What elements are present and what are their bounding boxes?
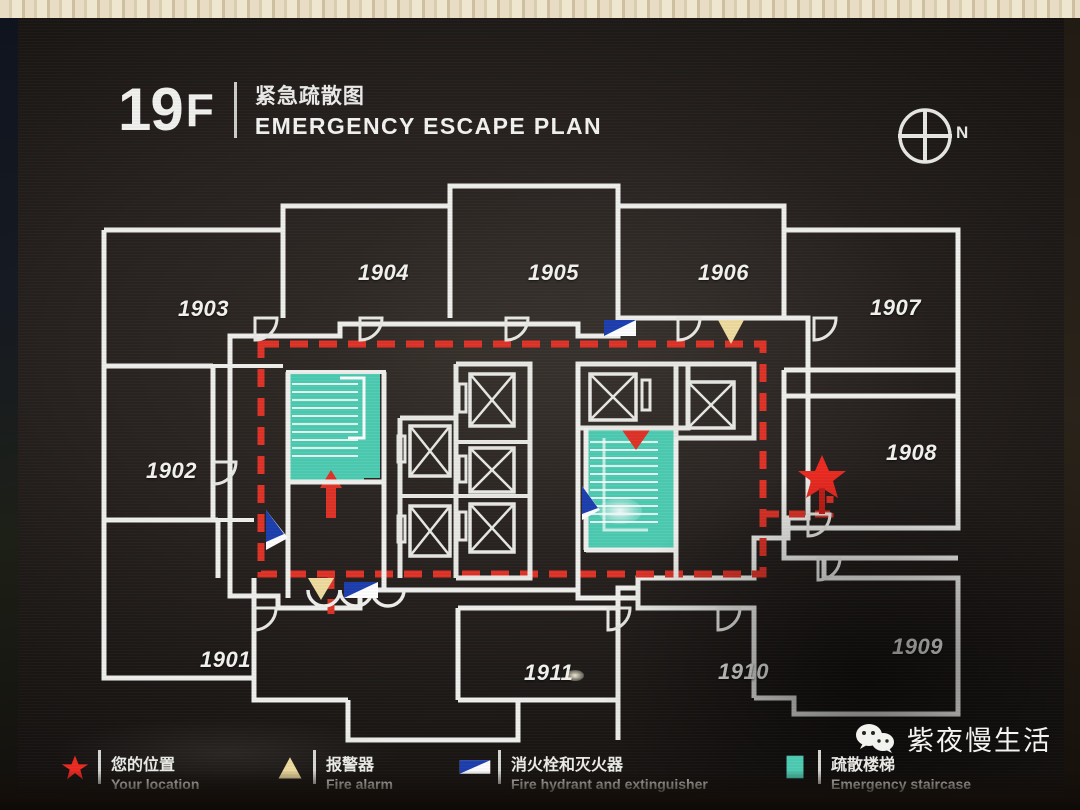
room-label-1911: 1911 [524,660,574,685]
plan-header: 19 F 紧急疏散图 EMERGENCY ESCAPE PLAN [118,80,602,140]
wechat-watermark: 紫夜慢生活 [854,719,1052,758]
fire-hydrant-markers [266,320,636,598]
header-divider [233,82,237,138]
room-label-1901: 1901 [200,647,251,672]
watermark-text: 紫夜慢生活 [907,726,1052,757]
red-star-icon [58,750,92,784]
you-are-here-star-marker [798,455,846,514]
bottom-shadow [0,770,1080,810]
left-emergency-staircase [286,370,386,518]
elevator-bank-left [396,364,459,578]
elevator-bank-middle [456,361,533,581]
wechat-icon [856,723,894,753]
room-label-1907: 1907 [870,295,921,320]
room-label-1908: 1908 [886,440,937,465]
header-title-block: 紧急疏散图 EMERGENCY ESCAPE PLAN [255,80,602,140]
floor-suffix: F [185,84,214,136]
legend-cn-fire-alarm: 报警器 [326,757,375,774]
legend-divider [98,750,101,784]
room-label-1902: 1902 [146,458,197,483]
elevator-bank-right [575,361,757,441]
legend-divider [818,750,821,784]
floor-plan-drawing [101,183,961,743]
room-label-1905: 1905 [528,260,579,285]
compass-north-label: N [956,123,969,142]
legend-divider [498,750,501,784]
legend-cn-fire-hydrant: 消火栓和灭火器 [511,757,624,774]
legend-divider [313,750,316,784]
plan-title-en: EMERGENCY ESCAPE PLAN [254,113,603,139]
floor-number: 19 [118,76,184,143]
room-label-1903: 1903 [178,296,229,321]
compass-icon [898,108,952,164]
room-label-1910: 1910 [718,659,769,684]
plan-title-cn: 紧急疏散图 [254,85,365,108]
escape-plan-sign-board: 19 F 紧急疏散图 EMERGENCY ESCAPE PLAN N [18,18,1064,810]
room-label-1909: 1909 [892,634,943,659]
room-label-1904: 1904 [358,260,409,285]
room-label-1906: 1906 [698,260,749,285]
legend-cn-your-location: 您的位置 [111,757,176,774]
legend-cn-emergency-staircase: 疏散楼梯 [831,757,896,774]
room-dividers [213,364,283,522]
right-emergency-staircase [584,426,678,552]
fire-alarm-markers [308,320,744,600]
